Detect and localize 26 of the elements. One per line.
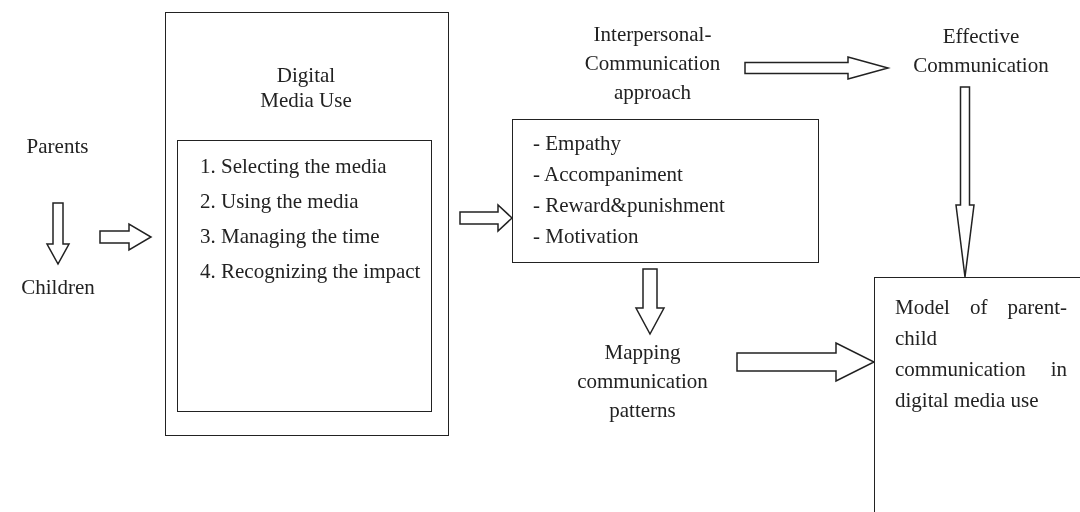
list-item: 1. Selecting the media <box>200 153 388 180</box>
list-item: 2. Using the media <box>200 188 360 215</box>
list-item: - Motivation <box>533 223 640 250</box>
list-item: 4. Recognizing the impact <box>200 258 421 285</box>
block-arrow <box>99 222 153 252</box>
box-title: Digital Media Use <box>259 63 353 114</box>
block-arrow <box>459 203 514 233</box>
list-box <box>177 140 432 412</box>
block-arrow <box>955 86 975 278</box>
box-text: Model of parent-child communication in digital media use <box>895 294 1067 414</box>
process-box <box>165 12 449 436</box>
list-box <box>512 119 819 263</box>
node-label: Effective Communication <box>912 23 1050 79</box>
block-arrow <box>744 56 891 80</box>
node-label: Children <box>20 274 96 301</box>
list-item: 3. Managing the time <box>200 223 381 250</box>
node-label: Interpersonal-Communication approach <box>583 21 722 106</box>
node-label: Mapping communication patterns <box>576 339 709 424</box>
result-box <box>874 277 1080 512</box>
block-arrow <box>45 202 71 266</box>
list-item: - Reward&punishment <box>533 192 726 219</box>
node-label: Parents <box>25 133 90 160</box>
list-item: - Accompaniment <box>533 161 684 188</box>
list-item: - Empathy <box>533 130 623 157</box>
block-arrow <box>736 341 876 383</box>
block-arrow <box>634 268 666 336</box>
